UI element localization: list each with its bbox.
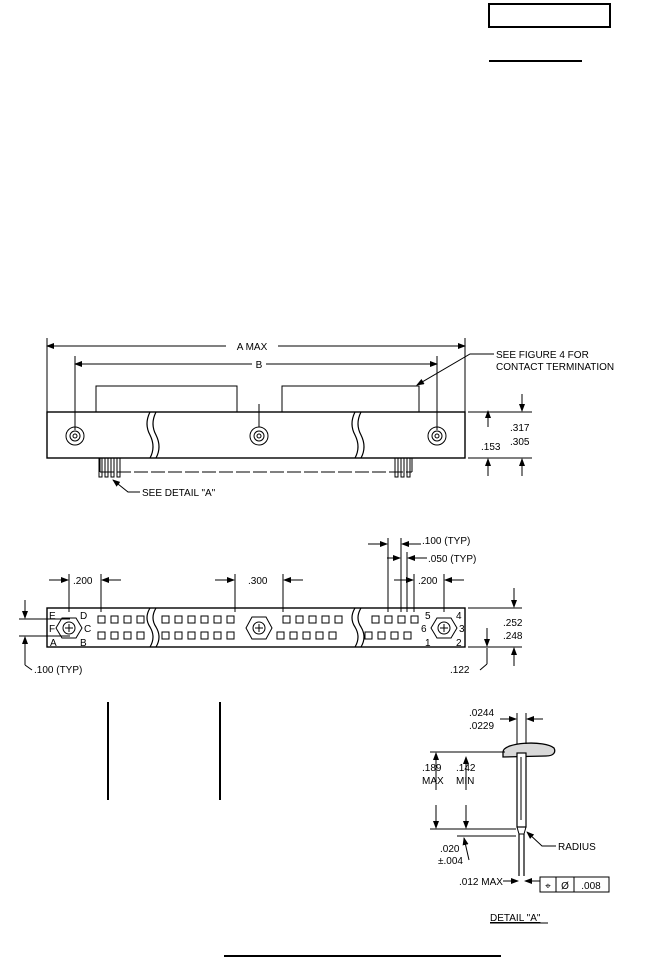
dim-200-left: .200: [73, 576, 93, 587]
dim-100-typ: .100 (TYP): [422, 536, 470, 547]
letter-b: B: [80, 638, 87, 649]
title-box: [488, 3, 611, 28]
mounting-hole-center: [249, 426, 269, 446]
letter-f: F: [49, 624, 55, 635]
dim-317: .317: [510, 423, 530, 434]
num-4: 4: [456, 611, 462, 622]
letter-d: D: [80, 611, 87, 622]
dim-004: ±.004: [438, 856, 463, 867]
contact-row-top: [97, 615, 419, 624]
num-1: 1: [425, 638, 431, 649]
dim-200-right: .200: [418, 576, 438, 587]
num-6: 6: [421, 624, 427, 635]
contact-row-bottom: [97, 631, 412, 640]
dim-b-label: B: [256, 360, 263, 371]
dim-a-label: A MAX: [237, 342, 268, 353]
dim-142: .142: [456, 763, 476, 774]
detail-callout: SEE DETAIL "A": [142, 488, 216, 499]
pin-head: [502, 742, 556, 758]
dim-189: .189: [422, 763, 442, 774]
contact-pins-right: [394, 457, 411, 478]
dim-300: .300: [248, 576, 268, 587]
diameter-symbol: Ø: [561, 881, 569, 892]
dim-153: .153: [481, 442, 501, 453]
position-tolerance-icon: ⌖: [545, 881, 551, 892]
dim-248: .248: [503, 631, 523, 642]
dim-012: .012 MAX: [459, 877, 503, 888]
hex-nut-center: [245, 616, 273, 640]
detail-a-caption: DETAIL "A": [490, 913, 541, 924]
note-line1: SEE FIGURE 4 FOR: [496, 350, 589, 361]
min-label: MIN: [456, 776, 474, 787]
mounting-hole-left: [65, 426, 85, 446]
dim-252: .252: [503, 618, 523, 629]
num-5: 5: [425, 611, 431, 622]
dim-0229: .0229: [469, 721, 494, 732]
dim-0244: .0244: [469, 708, 494, 719]
detail-a-view: .0244 .0229 .189 MAX .142 MIN .020 ±.004…: [422, 708, 610, 924]
dim-020: .020: [440, 844, 460, 855]
dim-122: .122: [450, 665, 470, 676]
dim-100-typ-bottom: .100 (TYP): [34, 665, 82, 676]
contact-pins-left: [98, 457, 121, 478]
mounting-hole-right: [427, 426, 447, 446]
max-label: MAX: [422, 776, 444, 787]
letter-a: A: [50, 638, 57, 649]
tolerance-value: .008: [581, 881, 601, 892]
connector-side-view: A MAX B: [46, 338, 614, 499]
hex-nut-right: [430, 617, 458, 639]
dim-050-typ: .050 (TYP): [428, 554, 476, 565]
radius-label: RADIUS: [558, 842, 596, 853]
dim-305: .305: [510, 437, 530, 448]
letter-c: C: [84, 624, 91, 635]
hex-nut-left: [55, 617, 83, 639]
connector-body: [46, 411, 466, 459]
letter-e: E: [49, 611, 56, 622]
note-line2: CONTACT TERMINATION: [496, 362, 614, 373]
face-body: [46, 607, 466, 648]
num-3: 3: [459, 624, 465, 635]
connector-face-view: E D F C A B 5 4 6 3 1 2 .200 .300 .200: [19, 536, 523, 676]
num-2: 2: [456, 638, 462, 649]
